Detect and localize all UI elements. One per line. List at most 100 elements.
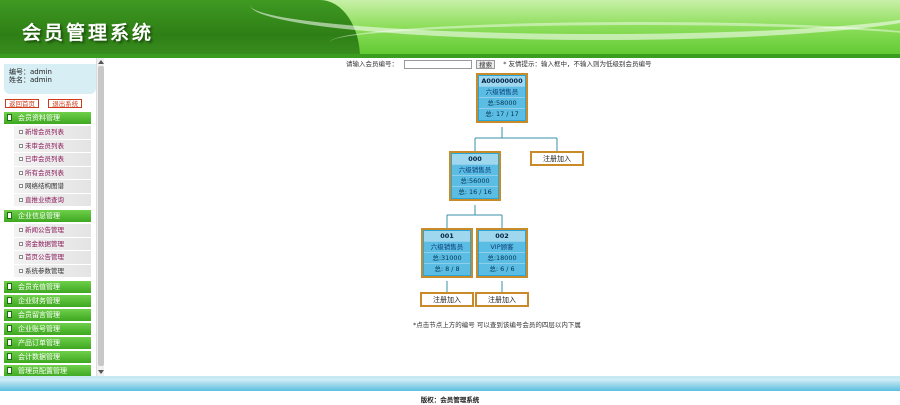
scroll-up-icon[interactable] [98, 60, 104, 64]
bullet-icon [19, 197, 23, 202]
menu-group-admin-config[interactable]: 管理员配置管理 [4, 365, 91, 377]
document-icon [7, 283, 12, 290]
menu-item-label: 新增会员列表 [25, 128, 64, 136]
menu-group-title: 企业财务管理 [18, 297, 60, 305]
node-id-link[interactable]: 000 [452, 154, 498, 165]
menu-group-member-data[interactable]: 会员资料管理 [4, 112, 91, 124]
app-title: 会员管理系统 [22, 22, 155, 44]
menu-group-accounting[interactable]: 会计数据管理 [4, 351, 91, 363]
tree-node-level2-a: 001 六级销售员 总:31000 总: 8 / 8 [421, 228, 473, 278]
node-level: 六级销售员 [424, 242, 470, 253]
menu-item-reviewed-members[interactable]: 已审会员列表 [14, 153, 91, 167]
document-icon [7, 353, 12, 360]
bullet-icon [19, 268, 23, 273]
bullet-icon [19, 228, 23, 232]
node-count: 总: 8 / 8 [424, 264, 470, 275]
user-name: 姓名：admin [9, 76, 52, 84]
menu-item-label: 新闻公告管理 [25, 226, 64, 234]
tree-node-level1: 000 六级销售员 总:56000 总: 16 / 16 [449, 151, 501, 201]
tree-node-root: A00000000 六级销售员 总:58000 总: 17 / 17 [476, 73, 528, 123]
menu-item-funds[interactable]: 资金数据管理 [14, 237, 91, 251]
node-count: 总: 6 / 6 [479, 264, 525, 275]
node-level: 六级销售员 [452, 165, 498, 176]
node-level: VIP顾客 [479, 242, 525, 253]
menu-group-title: 会员充值管理 [18, 283, 60, 291]
member-id-input[interactable] [404, 59, 473, 69]
node-count: 总: 16 / 16 [452, 187, 498, 198]
menu-item-system-params[interactable]: 系统参数管理 [14, 264, 91, 278]
sidebar: 编号：admin 姓名：admin 返回首页 退出系统 会员资料管理 新增会员列… [0, 58, 106, 379]
menu-group-company-info[interactable]: 企业信息管理 [4, 210, 91, 222]
user-info-box: 编号：admin 姓名：admin [4, 64, 96, 94]
menu-group-messages[interactable]: 会员留言管理 [4, 309, 91, 321]
menu-item-network-chart[interactable]: 网络结构图谱 [14, 180, 91, 194]
document-icon [7, 114, 12, 121]
register-button[interactable]: 注册加入 [475, 292, 529, 307]
header-swoosh-secondary [330, 22, 900, 58]
menu-group-finance[interactable]: 企业财务管理 [4, 295, 91, 307]
menu-group-title: 管理员配置管理 [18, 367, 67, 375]
document-icon [7, 311, 12, 318]
menu-group-items: 新增会员列表 未审会员列表 已审会员列表 所有会员列表 网络结构图谱 直推业绩查… [14, 126, 91, 207]
bullet-icon [19, 255, 23, 259]
register-button[interactable]: 注册加入 [420, 292, 474, 307]
search-tip: * 友情提示：输入框中，不输入则为低级别会员编号 [503, 60, 652, 68]
sidebar-menu: 会员资料管理 新增会员列表 未审会员列表 已审会员列表 所有会员列表 网络结构图… [4, 112, 91, 379]
menu-item-label: 所有会员列表 [25, 168, 64, 177]
menu-item-label: 已审会员列表 [25, 155, 64, 163]
node-total: 总:31000 [424, 253, 470, 264]
footer-band [0, 379, 900, 391]
bullet-icon [19, 130, 23, 134]
bullet-icon [19, 143, 23, 148]
menu-item-label: 资金数据管理 [25, 239, 64, 248]
sidebar-buttons: 返回首页 退出系统 [5, 99, 89, 108]
user-account: 编号：admin [9, 68, 52, 76]
node-count: 总: 17 / 17 [479, 109, 525, 120]
tree-note: *点击节点上方的编号 可以查到该编号会员的四层以内下属 [413, 321, 581, 329]
document-icon [7, 339, 12, 346]
menu-item-home-notice[interactable]: 首页公告管理 [14, 251, 91, 265]
bullet-icon [19, 170, 23, 175]
node-id-link[interactable]: 002 [479, 231, 525, 242]
menu-group-title: 企业账号管理 [18, 325, 60, 333]
menu-item-new-members[interactable]: 新增会员列表 [14, 126, 91, 140]
search-button[interactable]: 搜索 [476, 59, 496, 69]
menu-group-accounts[interactable]: 企业账号管理 [4, 323, 91, 335]
node-total: 总:58000 [479, 98, 525, 109]
document-icon [7, 212, 12, 219]
footer-top-line [0, 376, 900, 379]
bullet-icon [19, 184, 23, 188]
node-id-link[interactable]: 001 [424, 231, 470, 242]
node-id-link[interactable]: A00000000 [479, 76, 525, 87]
menu-item-label: 直推业绩查询 [25, 195, 64, 204]
home-button[interactable]: 返回首页 [5, 99, 39, 108]
menu-item-performance-query[interactable]: 直推业绩查询 [14, 193, 91, 207]
menu-item-label: 网络结构图谱 [25, 182, 64, 190]
tree-node-level2-b: 002 VIP顾客 总:18000 总: 6 / 6 [476, 228, 528, 278]
node-level: 六级销售员 [479, 87, 525, 98]
bullet-icon [19, 157, 23, 161]
menu-group-title: 会员资料管理 [18, 114, 60, 122]
menu-item-news[interactable]: 新闻公告管理 [14, 224, 91, 238]
header-bottom-line [0, 54, 900, 58]
footer-copyright: 版权：会员管理系统 [420, 396, 480, 404]
menu-group-recharge[interactable]: 会员充值管理 [4, 281, 91, 293]
sidebar-scrollbar[interactable] [96, 58, 104, 376]
menu-group-title: 企业信息管理 [18, 212, 60, 220]
logout-button[interactable]: 退出系统 [48, 99, 83, 108]
scroll-down-icon[interactable] [98, 370, 104, 374]
menu-item-unreviewed-members[interactable]: 未审会员列表 [14, 139, 91, 153]
node-total: 总:56000 [452, 176, 498, 187]
bullet-icon [19, 241, 23, 246]
document-icon [7, 367, 12, 374]
menu-group-title: 产品订单管理 [18, 339, 60, 347]
scroll-thumb[interactable] [98, 66, 104, 366]
menu-group-title: 会计数据管理 [18, 353, 60, 361]
register-button[interactable]: 注册加入 [530, 151, 584, 166]
menu-item-label: 未审会员列表 [25, 141, 64, 150]
header-banner: 会员管理系统 [0, 0, 900, 58]
menu-group-orders[interactable]: 产品订单管理 [4, 337, 91, 349]
document-icon [7, 297, 12, 304]
menu-item-all-members[interactable]: 所有会员列表 [14, 166, 91, 180]
node-total: 总:18000 [479, 253, 525, 264]
